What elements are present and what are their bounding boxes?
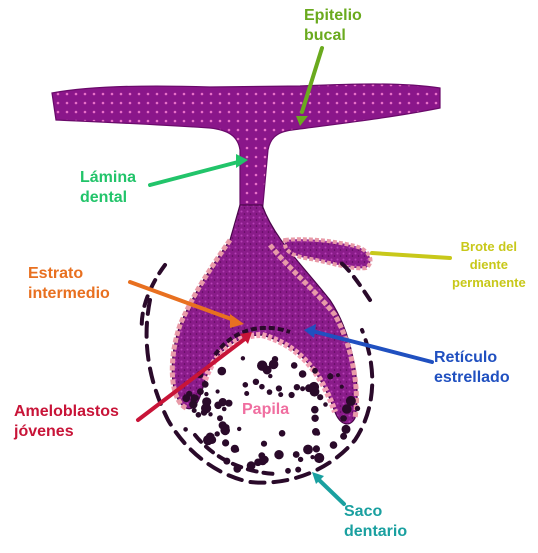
- papilla-cell: [295, 467, 301, 473]
- papilla-cell: [192, 408, 197, 413]
- label-papila: Papila: [238, 400, 293, 420]
- papilla-cell: [299, 370, 307, 378]
- label-ameloblastos-jovenes: Ameloblastos jóvenes: [14, 402, 119, 442]
- papilla-cell: [340, 433, 347, 440]
- papilla-cell: [196, 412, 202, 418]
- papilla-cell: [323, 402, 328, 407]
- papilla-cell: [191, 394, 197, 400]
- papilla-cell: [298, 457, 303, 462]
- label-estrato-intermedio: Estrato intermedio: [28, 264, 110, 304]
- papilla-cell: [222, 407, 227, 412]
- papilla-cell: [261, 441, 267, 447]
- papilla-cell: [204, 392, 208, 396]
- papilla-cell: [278, 392, 283, 397]
- papilla-cell: [312, 368, 318, 374]
- papilla-cell: [310, 455, 314, 459]
- papilla-cell: [219, 421, 227, 429]
- papilla-cell: [208, 412, 212, 416]
- papilla-cell: [218, 367, 227, 376]
- papilla-cell: [196, 371, 203, 378]
- papilla-cell: [182, 394, 190, 402]
- papilla-cell: [183, 427, 188, 432]
- papilla-cell: [313, 445, 320, 452]
- papilla-cell: [311, 406, 319, 414]
- papilla-cell: [268, 374, 272, 378]
- papilla-cell: [293, 451, 300, 458]
- papilla-cell: [291, 362, 298, 369]
- papilla-cell: [202, 397, 211, 406]
- papilla-cell: [247, 461, 256, 470]
- papilla-cell: [234, 448, 239, 453]
- papilla-cell: [330, 441, 338, 449]
- papilla-cell: [312, 428, 320, 436]
- papilla-cell: [327, 373, 333, 379]
- papilla-cell: [237, 427, 241, 431]
- papilla-cell: [259, 384, 265, 390]
- papilla-cell: [342, 425, 351, 434]
- papilla-cell: [311, 415, 318, 422]
- papilla-cell: [305, 384, 313, 392]
- papilla-cell: [279, 430, 286, 437]
- papilla-cell: [336, 373, 340, 377]
- papilla-cell: [303, 445, 313, 455]
- label-lamina-dental: Lámina dental: [80, 168, 136, 208]
- papilla-cell: [201, 409, 208, 416]
- papilla-cell: [202, 381, 209, 388]
- papilla-cell: [197, 388, 204, 395]
- papilla-cell: [340, 385, 344, 389]
- papilla-cell: [274, 450, 283, 459]
- papilla-cell: [355, 406, 360, 411]
- label-saco-dentario: Saco dentario: [344, 502, 407, 542]
- label-brote-diente: Brote del diente permanente: [452, 238, 526, 292]
- papilla-cell: [217, 415, 223, 421]
- papilla-cell: [276, 385, 282, 391]
- papilla-cell: [243, 382, 249, 388]
- papilla-cell: [206, 433, 215, 442]
- papilla-cell: [314, 453, 324, 463]
- papilla-cell: [300, 386, 305, 391]
- papilla-cell: [253, 379, 259, 385]
- papilla-cell: [340, 415, 347, 422]
- papilla-cell: [267, 389, 273, 395]
- papilla-cell: [225, 400, 232, 407]
- papilla-cell: [257, 361, 267, 371]
- papilla-cell: [241, 356, 245, 360]
- papilla-cell: [222, 439, 229, 446]
- papilla-cell: [272, 356, 278, 362]
- papilla-cell: [269, 364, 273, 368]
- papilla-cell: [285, 468, 291, 474]
- papilla-cell: [233, 465, 241, 473]
- papilla-cell: [342, 404, 352, 414]
- label-epitelio-bucal: Epitelio bucal: [304, 6, 362, 46]
- label-reticulo-estrellado: Retículo estrellado: [434, 348, 510, 388]
- papilla-cell: [215, 431, 220, 436]
- papilla-cell: [294, 384, 300, 390]
- papilla-cell: [289, 392, 295, 398]
- papilla-cell: [216, 389, 220, 393]
- papilla-cell: [223, 458, 230, 465]
- papilla-cell: [244, 391, 249, 396]
